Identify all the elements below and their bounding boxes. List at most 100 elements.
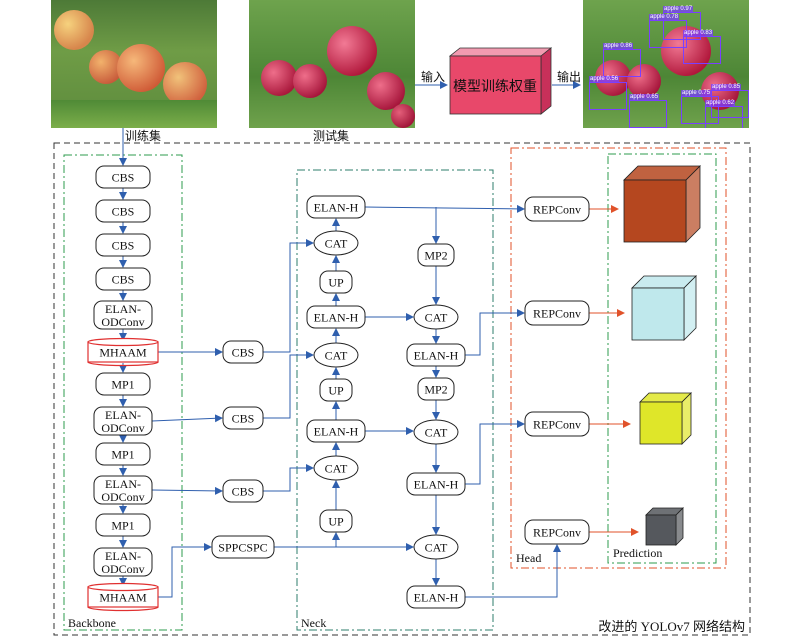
neck-right-8-label: ELAN-H (414, 591, 459, 605)
neck-right-6-box (406, 472, 466, 496)
neck-right-6-label: ELAN-H (414, 478, 459, 492)
neck-left-4-box (306, 305, 366, 329)
test-label: 测试集 (313, 128, 349, 143)
head-block-3-box (524, 411, 590, 437)
prediction-cube-small (639, 392, 692, 445)
cbs1-to-cat1-arrow (263, 239, 314, 353)
head-block-1-box (524, 196, 590, 222)
neck-left-7-box (306, 419, 366, 443)
side-block-2-label: CBS (232, 412, 255, 426)
output-label: 输出 (557, 69, 581, 84)
cbs3-to-cat3-arrow (263, 464, 314, 492)
detection-box (683, 36, 721, 64)
model-weights-box: 模型训练权重 (448, 47, 553, 115)
mhaam2-to-sppcspc-arrow (158, 543, 212, 598)
neck-left-4-label: ELAN-H (314, 311, 359, 325)
neck-right-7-ellipse (413, 534, 459, 560)
head-block-1-label: REPConv (533, 203, 581, 217)
elanh-r3-to-repconv4-arrow (465, 544, 561, 598)
neck-left-8-label: CAT (325, 462, 348, 476)
detection-tag: apple 0.62 (705, 100, 736, 106)
detection-tag: apple 0.85 (711, 84, 742, 90)
output-photo: apple 0.97 apple 0.78 apple 0.83 apple 0.86… (583, 0, 749, 128)
neck-left-3-box (319, 270, 353, 294)
backbone-block-7-box (95, 372, 151, 396)
neck-frame (296, 169, 494, 631)
neck-left-3-label: UP (328, 276, 344, 290)
train-photo (51, 0, 217, 128)
detection-box (589, 82, 627, 110)
detection-box (603, 49, 641, 77)
backbone-block-8-label: ELAN-ODConv (101, 408, 144, 435)
elan3-to-cbs-arrow (151, 486, 223, 495)
backbone-block-4-box (95, 267, 151, 291)
side-block-2-box (222, 406, 264, 430)
prediction-frame (607, 153, 717, 564)
prediction-label: Prediction (613, 546, 662, 560)
detection-tag: apple 0.86 (603, 43, 634, 49)
backbone-block-11-box (95, 513, 151, 537)
neck-left-6-box (319, 378, 353, 402)
test-photo (249, 0, 415, 128)
neck-right-8-box (406, 585, 466, 609)
backbone-block-13-top (87, 582, 159, 592)
backbone-block-12-label: ELAN-ODConv (101, 549, 144, 576)
backbone-block-13-label: MHAAM (99, 591, 147, 605)
backbone-block-3-box (95, 233, 151, 257)
neck-right-5-ellipse (413, 419, 459, 445)
neck-right-4-label: MP2 (424, 383, 447, 397)
outer-frame (53, 142, 751, 636)
neck-left-1-box (306, 195, 366, 219)
side-block-4-box (211, 535, 275, 559)
backbone-block-10-label: ELAN-ODConv (101, 477, 144, 504)
backbone-block-1-box (95, 165, 151, 189)
prediction-cube-tiny (645, 507, 684, 546)
backbone-label: Backbone (68, 616, 116, 630)
detection-tag: apple 0.83 (683, 30, 714, 36)
neck-left-9-box (319, 509, 353, 533)
input-label: 输入 (421, 69, 445, 84)
elanh-r2-to-repconv3-arrow (465, 420, 525, 485)
neck-left-2-ellipse (313, 230, 359, 256)
backbone-block-11-label: MP1 (111, 519, 134, 533)
detection-tag: apple 0.97 (663, 6, 694, 12)
weights-label: 模型训练权重 (453, 79, 537, 95)
neck-left-8-ellipse (313, 455, 359, 481)
backbone-block-10-box (93, 475, 153, 505)
detection-box (705, 106, 743, 128)
neck-right-4-box (417, 377, 455, 401)
neck-left-6-label: UP (328, 384, 344, 398)
side-block-1-box (222, 340, 264, 364)
head-block-2-label: REPConv (533, 307, 581, 321)
elan2-to-cbs-arrow (151, 414, 223, 423)
detection-tag: apple 0.56 (589, 76, 620, 82)
backbone-block-2-box (95, 199, 151, 223)
head-block-3-label: REPConv (533, 418, 581, 432)
backbone-block-2-label: CBS (112, 205, 135, 219)
head-block-4-label: REPConv (533, 526, 581, 540)
train-label: 训练集 (125, 128, 161, 143)
backbone-block-5-label: ELAN-ODConv (101, 302, 144, 329)
neck-right-7-label: CAT (425, 541, 448, 555)
backbone-block-9-box (95, 442, 151, 466)
backbone-block-3-label: CBS (112, 239, 135, 253)
side-block-1-label: CBS (232, 346, 255, 360)
head-frame (510, 147, 727, 569)
backbone-block-6-top (87, 337, 159, 347)
elanh-r1-to-repconv2-arrow (465, 309, 525, 356)
neck-left-5-ellipse (313, 342, 359, 368)
backbone-block-5-box (93, 300, 153, 330)
head-label: Head (516, 551, 541, 565)
backbone-block-4-label: CBS (112, 273, 135, 287)
detection-box (629, 100, 667, 128)
detection-tag: apple 0.75 (681, 90, 712, 96)
neck-left-1-label: ELAN-H (314, 201, 359, 215)
side-block-4-label: SPPCSPC (218, 541, 267, 555)
backbone-block-6-label: MHAAM (99, 346, 147, 360)
neck-label: Neck (301, 616, 326, 630)
backbone-block-13-bottom (87, 606, 159, 612)
neck-right-3-label: ELAN-H (414, 349, 459, 363)
figure-caption: 改进的 YOLOv7 网络结构 (598, 619, 745, 634)
backbone-block-1-label: CBS (112, 171, 135, 185)
detection-tag: apple 0.78 (649, 14, 680, 20)
